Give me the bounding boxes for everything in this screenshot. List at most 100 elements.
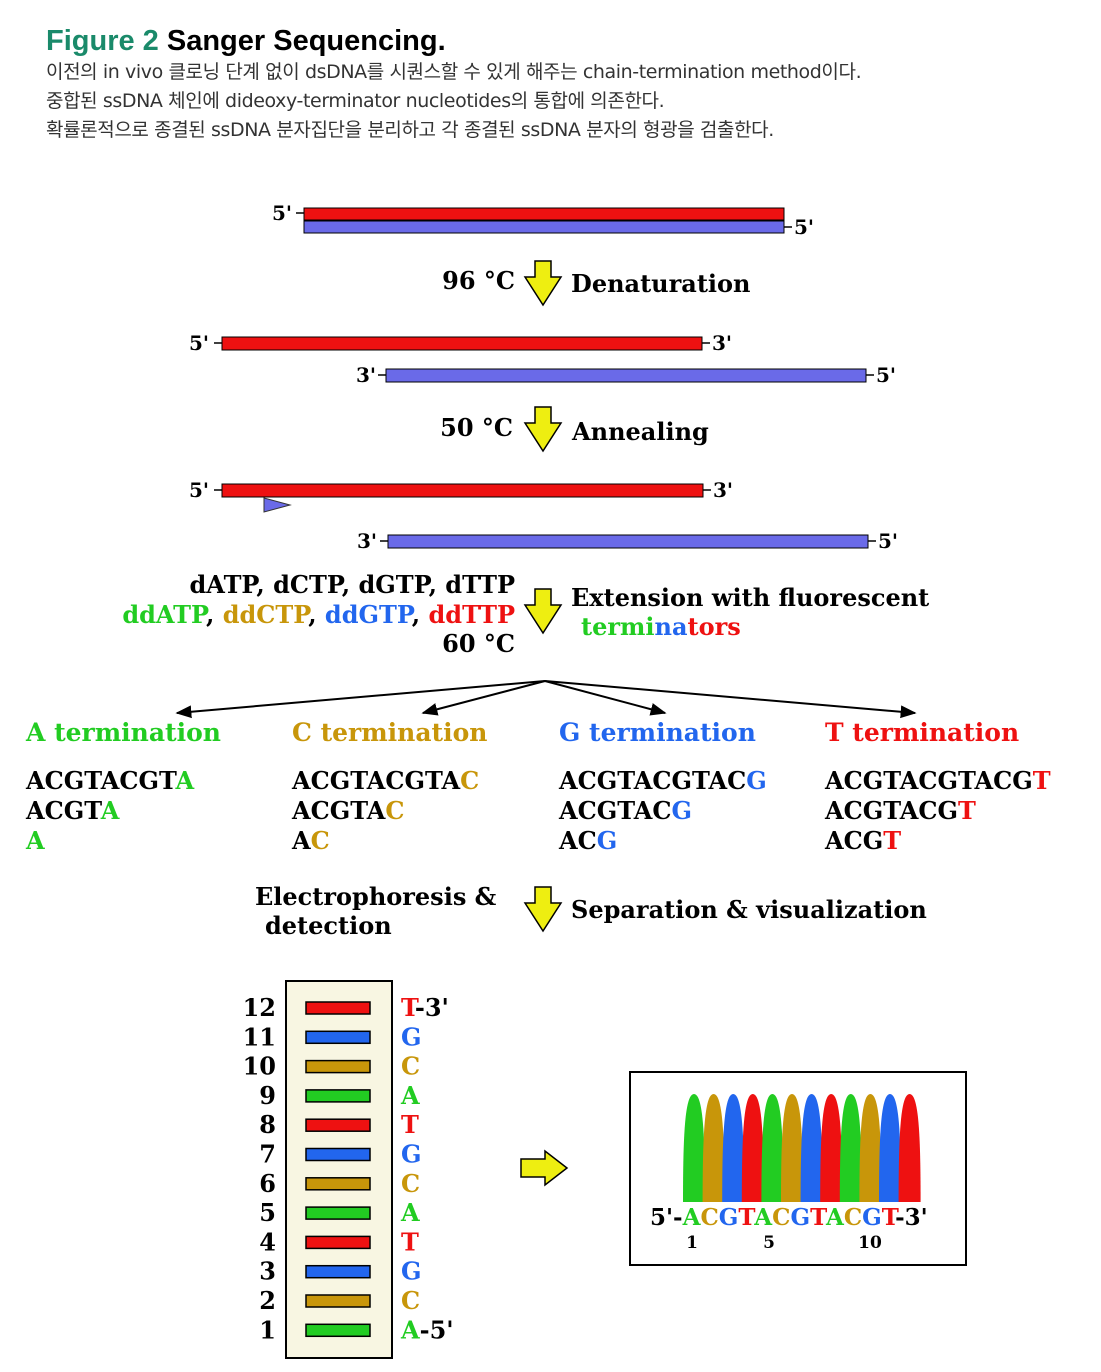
step-label: Annealing [571, 417, 709, 446]
end-label: 3' [713, 478, 733, 502]
gel-band [305, 1030, 371, 1045]
end-label: 3' [356, 363, 376, 387]
branch-arrows [175, 680, 917, 719]
annealing-step: 50 °C Annealing [440, 406, 709, 453]
band-position: 10 [243, 1052, 276, 1081]
down-arrow-icon [523, 886, 563, 933]
gel-band [305, 1235, 371, 1250]
band-base: A [400, 1198, 420, 1227]
chromatogram-peaks [683, 1094, 921, 1202]
fragment-sequence: AC [291, 826, 330, 855]
chromatogram-sequence: 5'-ACGTACGTACGT-3' [650, 1204, 928, 1231]
fragment-sequence: ACGTACGTAC [291, 766, 479, 795]
dsdna-strands: 5' 5' [272, 201, 814, 239]
gel-band [305, 1264, 371, 1279]
chromatogram-peak [859, 1094, 882, 1202]
end-label: 5' [878, 529, 898, 553]
extension-step: dATP, dCTP, dGTP, dTTP ddATP, ddCTP, ddG… [122, 570, 929, 658]
chromatogram-peak [741, 1094, 764, 1202]
electrophoresis-step: Electrophoresis & detection Separation &… [255, 882, 927, 940]
bottom-strand [303, 220, 785, 234]
ddntp-t: ddTTP [429, 600, 515, 629]
band-base: A [400, 1081, 420, 1110]
chromatogram-tick: 1 [686, 1233, 698, 1253]
band-base: G [401, 1140, 422, 1169]
chromatogram-peak [761, 1094, 784, 1202]
chromatogram-peak [839, 1094, 862, 1202]
caption-line-2: 중합된 ssDNA 체인에 dideoxy-terminator nucleot… [46, 90, 665, 112]
end-label: 5' [272, 201, 292, 225]
temperature-label: 60 °C [442, 629, 515, 658]
bottom-strand [385, 368, 867, 383]
fragment-sequence: ACGTACG [558, 796, 692, 825]
chromatogram-peak [683, 1094, 705, 1202]
end-label: 5' [876, 363, 896, 387]
chromatogram-tick: 5 [763, 1233, 775, 1253]
fragment-sequence: ACGTACGT [824, 796, 976, 825]
chromatogram-peak [820, 1094, 843, 1202]
step-label: Denaturation [571, 269, 750, 298]
down-arrow-icon [523, 260, 563, 307]
gel-band [305, 1059, 371, 1074]
band-base: A-5' [400, 1315, 454, 1344]
ddntp-list: ddATP, ddCTP, ddGTP, ddTTP [122, 600, 515, 629]
denaturation-step: 96 °C Denaturation [442, 260, 750, 307]
step-label: detection [265, 911, 392, 940]
band-base: T [401, 1227, 419, 1256]
fragment-sequence: ACGTACGTACG [558, 766, 767, 795]
band-base: G [401, 1257, 422, 1286]
figure-title: Figure 2 Sanger Sequencing. [46, 24, 1086, 58]
step-label: Separation & visualization [571, 895, 927, 924]
chromatogram-tick: 10 [858, 1233, 882, 1253]
band-position: 9 [259, 1081, 276, 1110]
end-label: 5' [189, 478, 209, 502]
termination-label: C termination [292, 718, 487, 747]
band-position: 1 [259, 1315, 276, 1344]
band-position: 8 [259, 1110, 276, 1139]
band-base: G [401, 1022, 422, 1051]
primer-arrow [263, 497, 292, 513]
gel-band [305, 1147, 371, 1162]
ddntp-a: ddATP [122, 600, 209, 629]
chromatogram-peak [702, 1094, 725, 1202]
termination-label: G termination [559, 718, 756, 747]
step-label: Extension with fluorescent [571, 583, 929, 612]
down-arrow-icon [523, 406, 563, 453]
gel-band [305, 1089, 371, 1103]
top-strand [303, 207, 785, 221]
band-base: C [401, 1286, 420, 1315]
band-position: 3 [259, 1257, 276, 1286]
band-position: 4 [259, 1227, 276, 1256]
chromatogram-peak [898, 1094, 921, 1202]
band-position: 11 [243, 1022, 276, 1051]
gel-band [305, 1118, 371, 1132]
right-arrow-icon [520, 1149, 569, 1187]
termination-label: A termination [25, 718, 221, 747]
gel-band [305, 1206, 371, 1220]
termination-label: T termination [825, 718, 1019, 747]
bottom-strand [387, 534, 869, 549]
figure-title-text: Sanger Sequencing. [166, 25, 446, 57]
chromatogram-peak [879, 1094, 901, 1202]
fragment-sequence: ACGTACGTA [25, 766, 195, 795]
band-base: T-3' [401, 993, 449, 1022]
fragment-sequence: ACG [558, 826, 617, 855]
step-label-terminators: terminators [581, 612, 741, 641]
fragment-sequence: ACGTAC [291, 796, 405, 825]
gel-band [305, 1177, 371, 1191]
separated-strands: 5' 3' 3' 5' [189, 331, 896, 387]
top-strand [221, 336, 703, 351]
band-position: 7 [259, 1140, 276, 1169]
end-label: 3' [357, 529, 377, 553]
figure-caption: Figure 2 Sanger Sequencing. 이전의 in vivo … [46, 24, 1086, 145]
step-label: Electrophoresis & [255, 882, 497, 911]
band-position: 6 [259, 1169, 276, 1198]
temperature-label: 96 °C [442, 266, 515, 295]
gel-band [305, 1323, 371, 1338]
band-position: 12 [243, 993, 276, 1022]
band-base: T [401, 1110, 419, 1139]
